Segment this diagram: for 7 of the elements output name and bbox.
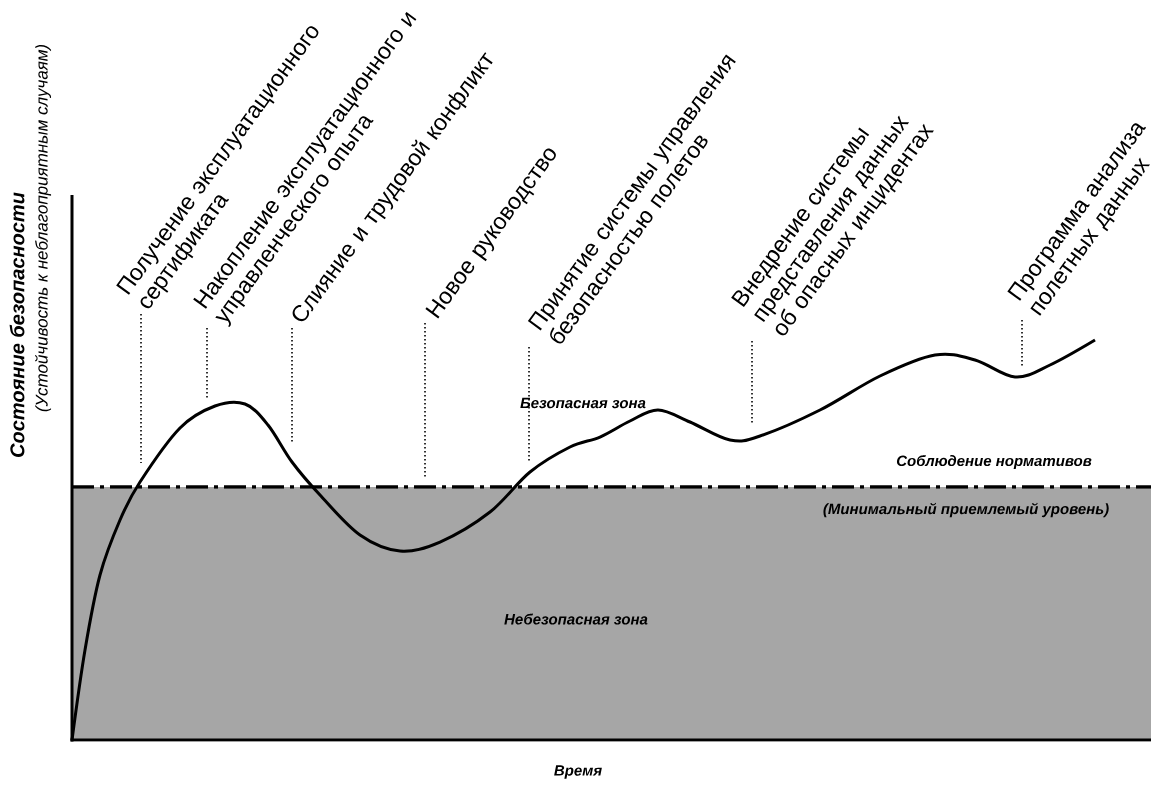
axis-subtitle: (Устойчивость к неблагоприятным случаям) [34,44,52,412]
level-label: Соблюдение нормативов [896,454,1092,470]
axis-title: Состояние безопасности [9,192,25,457]
zone-label: Небезопасная зона [504,613,648,625]
level-label: (Минимальный приемлемый уровень) [823,502,1109,518]
zone-label: Безопасная зона [520,397,646,409]
axis-title: Время [554,765,602,779]
